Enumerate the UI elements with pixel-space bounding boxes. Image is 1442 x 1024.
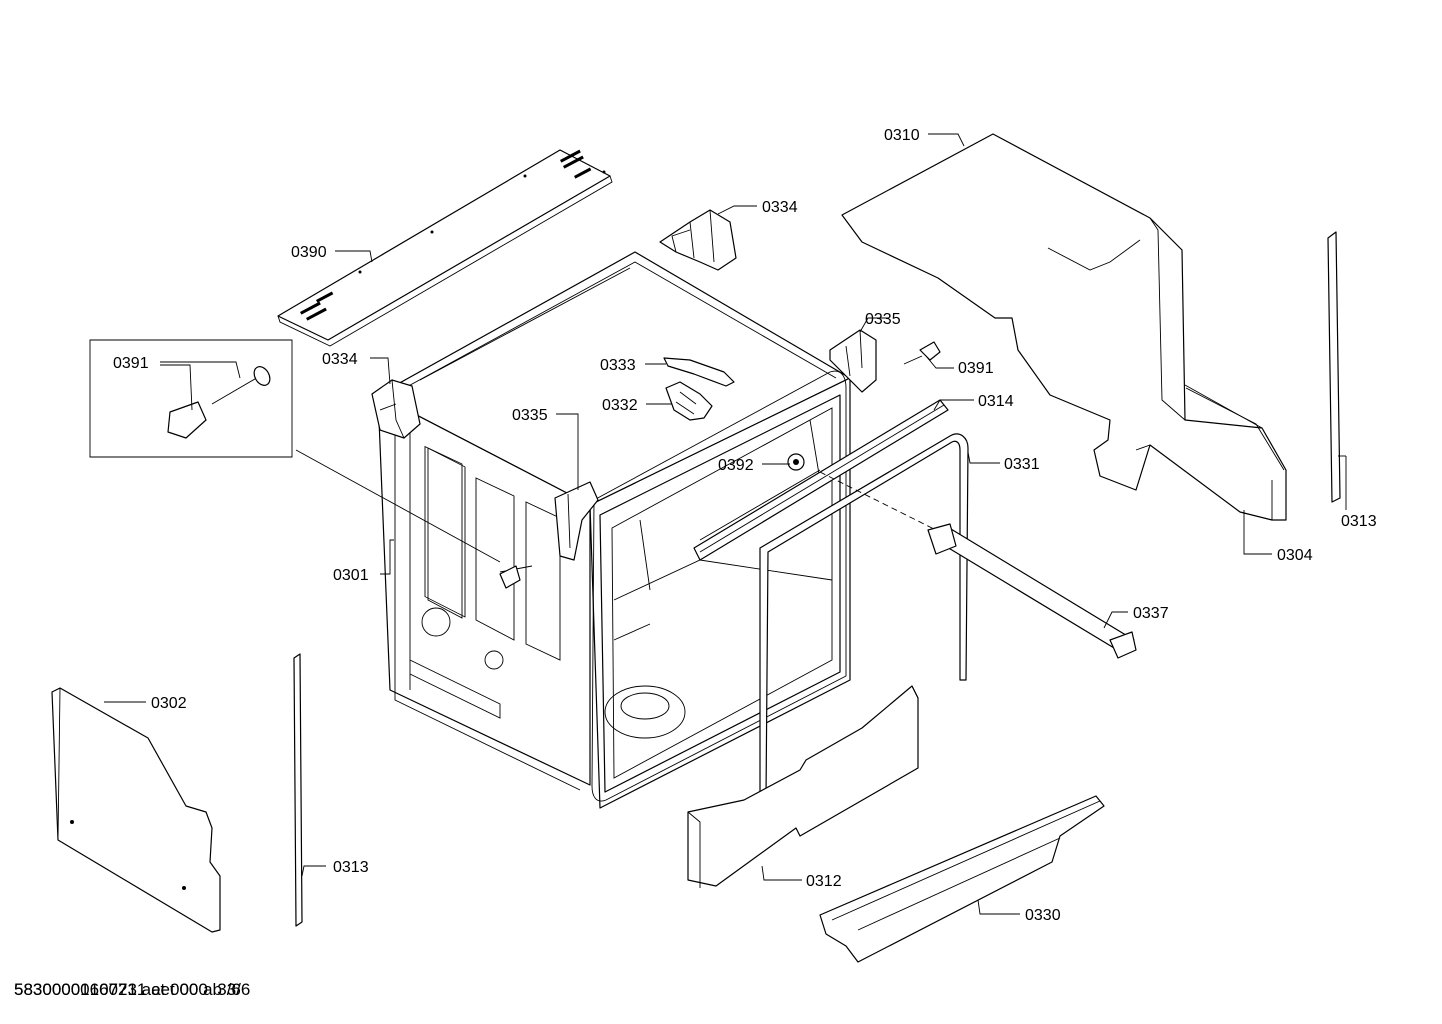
label-0332: 0332 — [602, 397, 638, 414]
part-labels: 0310 0334 0390 0335 0391 0334 0333 0391 … — [113, 127, 1377, 924]
label-0301: 0301 — [333, 567, 369, 584]
part-0334-bracket-left — [371, 379, 421, 439]
label-0334-left: 0334 — [322, 351, 358, 368]
part-0312-plinth — [687, 685, 919, 888]
part-0302-side-panel — [51, 687, 221, 933]
label-0337: 0337 — [1133, 605, 1169, 622]
label-0302: 0302 — [151, 695, 187, 712]
label-0390: 0390 — [291, 244, 327, 261]
label-0330: 0330 — [1025, 907, 1061, 924]
label-0314: 0314 — [978, 393, 1014, 410]
part-0331-seal — [759, 433, 969, 799]
part-0332-latch — [665, 381, 713, 421]
label-0304: 0304 — [1277, 547, 1313, 564]
label-0313-left: 0313 — [333, 859, 369, 876]
part-0304-side-panel — [1185, 387, 1285, 471]
part-0391-screw-inset — [89, 339, 533, 589]
label-0331: 0331 — [1004, 456, 1040, 473]
part-0335-hinge-left — [554, 481, 599, 561]
part-0313-strip-left — [293, 653, 303, 927]
label-0335-right: 0335 — [865, 311, 901, 328]
part-0337-side-rail — [927, 523, 1137, 659]
label-0313-right: 0313 — [1341, 513, 1377, 530]
part-0301-tub — [377, 251, 851, 809]
label-0392: 0392 — [718, 457, 754, 474]
label-0310: 0310 — [884, 127, 920, 144]
part-0313-strip-right — [1327, 231, 1341, 503]
drawing-reference-b: 5830000160021 aet 000 a 3/6 — [14, 980, 241, 999]
part-0335-hinge-right — [829, 329, 877, 393]
part-0391-screw-right — [903, 341, 941, 365]
assembly-line — [819, 471, 941, 533]
part-0334-bracket-top — [659, 209, 737, 271]
part-0333-clip — [663, 357, 735, 387]
label-0391-inset: 0391 — [113, 355, 149, 372]
label-0391-right: 0391 — [958, 360, 994, 377]
label-0334-top: 0334 — [762, 199, 798, 216]
label-0312: 0312 — [806, 873, 842, 890]
label-0333: 0333 — [600, 357, 636, 374]
part-0310-insulation-mat — [841, 133, 1287, 521]
part-0314-rail — [693, 399, 949, 561]
part-0330-base-rail — [819, 795, 1105, 963]
leader-lines — [104, 133, 1347, 915]
part-0392-fitting — [787, 453, 805, 471]
label-0335-left: 0335 — [512, 407, 548, 424]
part-0390-cover-plate — [277, 149, 613, 347]
drawing-reference-a: 58300000167731 aet 000 b 3/6 — [14, 980, 251, 999]
